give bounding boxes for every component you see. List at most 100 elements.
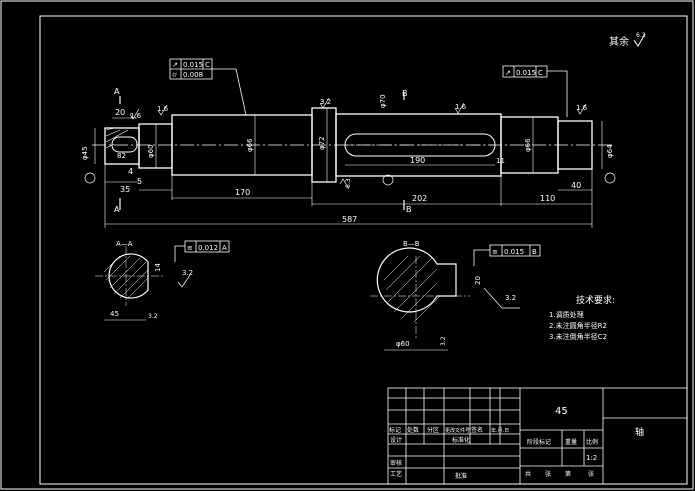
keyway-left	[111, 136, 138, 153]
dim-d72: φ72	[318, 136, 326, 150]
ra-1: 1.6	[130, 112, 142, 120]
datum-marker-mid	[382, 174, 394, 186]
title-header-1: 标记	[389, 426, 401, 434]
datum-marker-left	[84, 172, 96, 184]
title-scale-label: 比例	[586, 438, 598, 446]
shaft-profile	[104, 107, 593, 183]
ra-4: 1.6	[455, 103, 467, 111]
tech-req-title: 技术要求:	[576, 294, 615, 306]
section-b-bottom: B	[406, 205, 412, 214]
tol-a-datum: A	[222, 244, 227, 252]
datum-marker-right	[604, 172, 616, 184]
title-proc: 工艺	[390, 470, 402, 478]
tol-tr-sym: ↗	[505, 69, 511, 77]
title-header-3: 分区	[427, 426, 439, 434]
surface-note-text: 其余	[609, 35, 629, 48]
tech-req-item-2: 2.未注圆角半径R2	[549, 321, 607, 330]
inner-frame	[39, 15, 688, 485]
ra-b1-mark	[483, 287, 520, 309]
title-sheet-2: 张	[545, 470, 551, 478]
title-header-6: 年.月.日	[491, 427, 509, 434]
dim-d64: φ64	[606, 144, 614, 158]
title-scale-value: 1:2	[586, 454, 597, 462]
dim-d70: φ70	[379, 94, 387, 108]
tol-b-datum: B	[532, 248, 537, 256]
section-b-title: B—B	[403, 240, 420, 248]
title-check: 审核	[390, 459, 402, 467]
title-sheet-3: 第	[565, 470, 571, 478]
dim-key82: 82	[117, 152, 126, 160]
tech-req-item-1: 1.调质处理	[549, 310, 584, 319]
tol-b-val: 0.015	[504, 248, 524, 256]
title-design: 设计	[390, 436, 402, 444]
tol-tl-sym2: ⌭	[172, 71, 177, 79]
dim-d66b: φ66	[524, 138, 532, 152]
title-stage: 阶段标记	[527, 438, 551, 446]
dim-key4: 4	[128, 167, 133, 176]
section-b-hatch	[383, 255, 441, 323]
dim-tol-a2: 45	[110, 310, 119, 318]
tol-frame-top-right	[502, 65, 568, 117]
dim-tol-a: 14	[154, 263, 162, 272]
diameter-dim-lines	[94, 108, 603, 182]
title-name: 轴	[635, 426, 644, 438]
ra-a2: 3.2	[148, 313, 158, 320]
title-header-2: 处数	[407, 426, 419, 434]
dim-40: 40	[571, 181, 581, 190]
title-material: 45	[555, 406, 568, 417]
section-cut-lines	[119, 92, 405, 210]
ra-2: 1.6	[157, 105, 169, 113]
tol-b-sym: ≡	[492, 248, 498, 256]
tol-tl-val2: 0.008	[183, 71, 203, 79]
dim-11: 11	[496, 157, 505, 165]
section-a-bottom: A	[114, 205, 120, 214]
tol-tl-datum1: C	[205, 61, 210, 69]
section-a-title: A—A	[116, 240, 133, 248]
section-b-view	[376, 247, 457, 313]
tech-req-item-3: 3.未注倒角半径C2	[549, 332, 607, 341]
ra-a1: 3.2	[182, 269, 193, 277]
title-sheet-4: 张	[588, 470, 594, 478]
surface-note-check-icon	[633, 33, 646, 47]
dim-5: 5	[137, 177, 142, 186]
dim-tol-b: 20	[474, 276, 482, 285]
roughness-marks	[129, 97, 587, 190]
tol-frame-top-left	[169, 58, 247, 116]
tol-tl-sym1: ↗	[172, 61, 178, 69]
dim-35: 35	[120, 185, 130, 194]
section-a-top: A	[114, 87, 120, 96]
dim-110: 110	[540, 194, 555, 203]
ra-5: 1.6	[576, 104, 588, 112]
dim-587: 587	[342, 215, 357, 224]
ra-6: 6.3	[345, 178, 352, 188]
dim-d60: φ60	[147, 144, 155, 158]
dim-190: 190	[410, 156, 425, 165]
title-header-5: 签名	[471, 426, 483, 434]
title-sheet-1: 共	[525, 470, 531, 478]
tol-tr-datum: C	[538, 69, 543, 77]
tol-frame-a	[174, 240, 230, 262]
tol-frame-b	[473, 244, 541, 266]
dim-d45: φ45	[81, 146, 89, 160]
ra-b1: 3.2	[505, 294, 516, 302]
dim-tol-b2: φ60	[396, 340, 410, 348]
ra-3: 3.2	[320, 98, 331, 106]
section-b-top: B	[402, 89, 408, 98]
ra-b2: 3.2	[440, 336, 447, 346]
ra-a1-mark	[177, 274, 191, 288]
title-block	[387, 387, 688, 485]
dim-d66: φ66	[246, 138, 254, 152]
dim-key20: 20	[115, 108, 125, 117]
tol-tl-val1: 0.015	[183, 61, 203, 69]
keyway-left-hatch	[105, 127, 129, 149]
tol-tr-val: 0.015	[516, 69, 536, 77]
section-a-view	[108, 253, 149, 299]
surface-note-symbol: 6.3	[636, 32, 646, 39]
title-header-4: 更改文件号	[445, 427, 470, 434]
title-approve: 批准	[455, 472, 467, 480]
length-dim-lines	[104, 164, 593, 228]
tol-a-sym: ≡	[187, 244, 193, 252]
title-std: 标准化	[452, 436, 470, 444]
